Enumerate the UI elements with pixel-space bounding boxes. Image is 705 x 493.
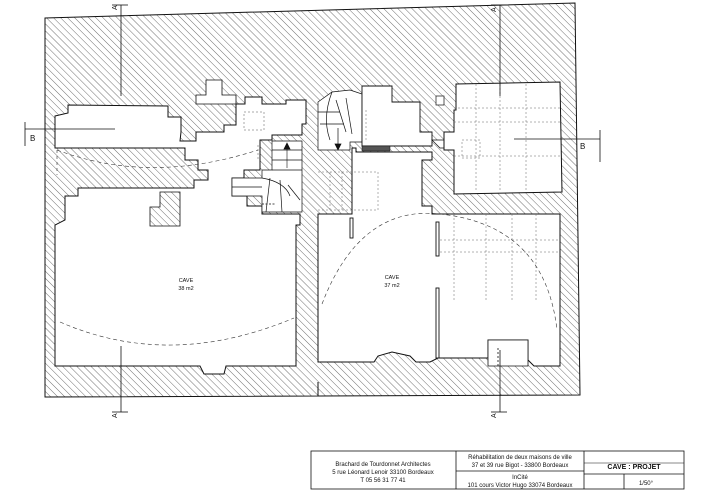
right-room-name: CAVE — [385, 275, 400, 281]
left-pillar — [149, 191, 181, 227]
section-label-a-top-left: A — [112, 5, 119, 10]
left-staircase — [231, 140, 303, 213]
section-line-a-right — [491, 4, 507, 413]
right-cave-room — [317, 147, 561, 367]
left-room-area: 38 m2 — [178, 286, 193, 292]
section-label-b-left: B — [30, 134, 35, 143]
left-upper-niche — [195, 79, 237, 105]
architect-phone: T 05 56 31 77 41 — [360, 478, 406, 484]
project-line-2: 37 et 39 rue Bigot - 33800 Bordeaux — [472, 463, 569, 469]
right-upper-room — [443, 81, 563, 195]
right-staircase — [317, 89, 363, 151]
right-room-area: 37 m2 — [384, 283, 399, 289]
architect-address: 5 rue Léonard Lenoir 33100 Bordeaux — [332, 470, 433, 476]
client-address: 101 cours Victor Hugo 33074 Bordeaux — [468, 483, 573, 489]
title-block — [310, 450, 685, 490]
drawing-scale: 1/50° — [639, 481, 654, 487]
right-room-partitions — [349, 217, 440, 359]
section-label-b-right: B — [580, 142, 585, 151]
left-cave-room — [54, 96, 307, 375]
section-label-a-bottom-left: A — [112, 413, 119, 418]
section-label-a-bottom-right: A — [491, 413, 498, 418]
section-label-a-top-right: A — [491, 7, 498, 12]
drawing-title: CAVE : PROJET — [607, 464, 661, 471]
section-line-b — [24, 122, 601, 162]
right-bottom-niche — [487, 339, 529, 367]
section-line-a-left — [112, 4, 128, 413]
project-line-1: Réhabilitation de deux maisons de ville — [468, 455, 572, 461]
client-name: InCité — [512, 475, 528, 481]
left-vault-dashed — [56, 149, 295, 346]
architect-name: Brachard de Tourdonnet Architectes — [335, 462, 430, 468]
right-vault-dashed — [321, 212, 558, 331]
left-room-name: CAVE — [179, 278, 194, 284]
